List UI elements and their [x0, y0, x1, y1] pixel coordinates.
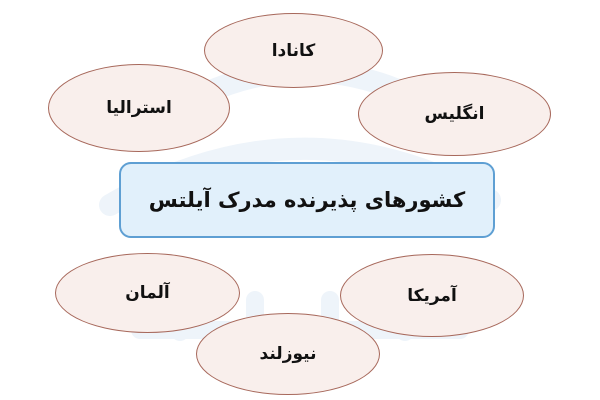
country-oval-australia: استرالیا: [48, 64, 230, 152]
country-label-new-zealand: نیوزلند: [259, 344, 317, 364]
country-oval-england: انگلیس: [358, 72, 551, 156]
country-label-england: انگلیس: [424, 104, 485, 124]
diagram-title-box: کشورهای پذیرنده مدرک آیلتس: [119, 162, 495, 238]
country-label-america: آمریکا: [407, 285, 457, 306]
country-oval-new-zealand: نیوزلند: [196, 313, 380, 395]
country-label-canada: کانادا: [271, 40, 316, 61]
country-oval-germany: آلمان: [55, 253, 240, 333]
country-label-australia: استرالیا: [106, 98, 172, 118]
country-label-germany: آلمان: [125, 283, 170, 303]
diagram-title: کشورهای پذیرنده مدرک آیلتس: [148, 188, 466, 212]
country-oval-canada: کانادا: [204, 13, 383, 88]
country-oval-america: آمریکا: [340, 254, 524, 337]
